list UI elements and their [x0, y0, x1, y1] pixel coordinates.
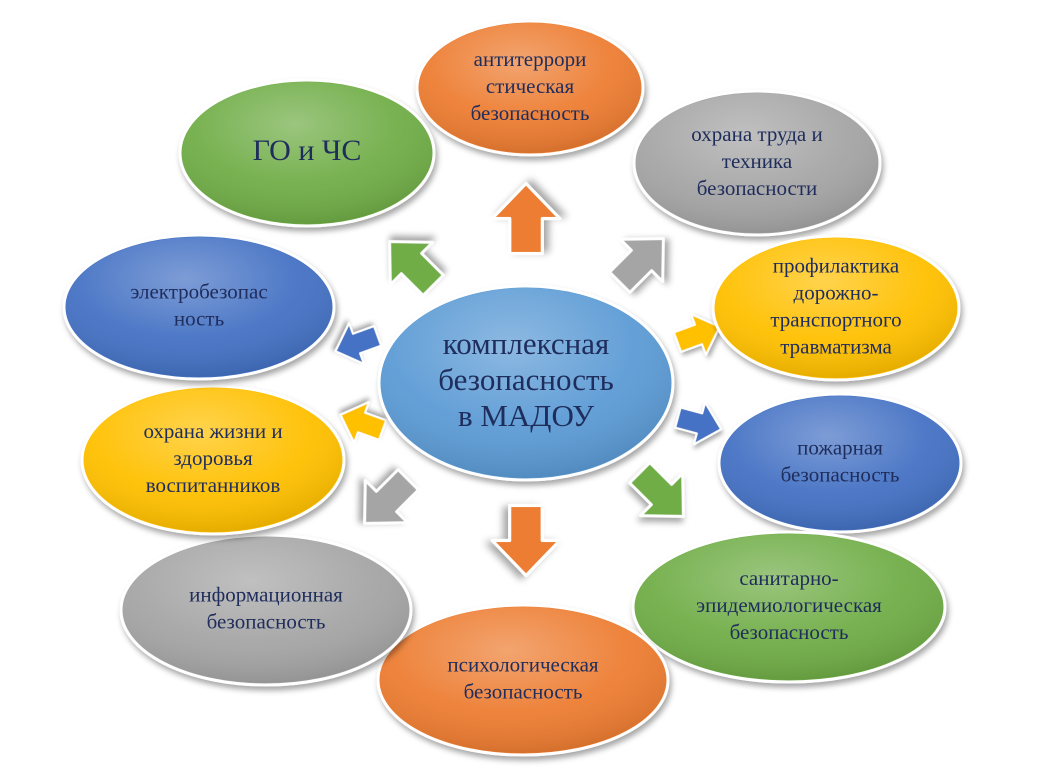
node-antiterror-label-line: безопасность — [471, 101, 590, 125]
node-life: охрана жизни и здоровья воспитанников — [80, 384, 346, 536]
arrow-traffic — [672, 313, 721, 356]
node-psych: психологическая безопасность — [376, 603, 670, 757]
node-life-label-line: здоровья — [173, 446, 253, 470]
node-life-highlight — [84, 388, 342, 532]
arrow-life — [339, 401, 388, 444]
arrow-sanitary — [628, 461, 685, 518]
arrow-fire — [674, 401, 723, 446]
node-go-label-line: ГО и ЧС — [253, 134, 362, 167]
node-info-label-line: информационная — [189, 582, 343, 606]
center-ellipse-label-line: комплексная — [443, 326, 610, 361]
node-go-highlight — [182, 82, 432, 224]
node-labor-label-line: техника — [722, 149, 793, 173]
node-labor-label-line: безопасности — [697, 176, 818, 200]
node-fire: пожарная безопасность — [717, 392, 963, 534]
nodes-layer: антитеррори стическая безопасность охрана т… — [62, 19, 963, 757]
node-electro-highlight — [66, 237, 332, 377]
node-labor-label-line: охрана труда и — [691, 122, 822, 146]
center-ellipse-highlight — [381, 288, 671, 478]
node-psych-label-line: психологическая — [447, 652, 598, 676]
node-sanitary-label-line: безопасность — [730, 620, 849, 644]
arrow-electro — [334, 322, 383, 365]
node-go: ГО и ЧС — [178, 78, 436, 228]
node-antiterror-label-line: антитеррори — [474, 47, 587, 71]
node-fire-label-line: безопасность — [781, 462, 900, 486]
node-sanitary-label-line: санитарно- — [739, 566, 838, 590]
node-sanitary: санитарно-эпидемиологическая безопасность — [631, 530, 947, 684]
node-traffic-label-line: дорожно- — [794, 280, 879, 304]
node-psych-highlight — [380, 607, 666, 753]
arrow-info — [363, 468, 420, 525]
node-antiterror-highlight — [419, 23, 641, 153]
node-electro-label-line: электробезопас — [130, 279, 267, 303]
node-life-label-line: воспитанников — [146, 473, 281, 497]
center-ellipse-label-line: в МАДОУ — [458, 398, 594, 433]
node-psych-label-line: безопасность — [464, 679, 583, 703]
arrow-antiterror — [490, 181, 562, 256]
arrow-go — [388, 240, 445, 297]
node-electro: электробезопас ность — [62, 233, 336, 381]
arrows-layer — [334, 181, 723, 578]
node-electro-label-line: ность — [174, 306, 224, 330]
node-life-label-line: охрана жизни и — [143, 419, 282, 443]
node-labor: охрана труда и техника безопасности — [632, 89, 882, 237]
node-info-label-line: безопасность — [207, 609, 326, 633]
node-fire-label-line: пожарная — [797, 435, 883, 459]
node-traffic-label-line: профилактика — [773, 253, 900, 277]
node-traffic-label-line: травматизма — [780, 334, 892, 358]
arrow-labor — [608, 237, 665, 294]
center-ellipse-label-line: безопасность — [438, 362, 613, 397]
node-info-highlight — [123, 537, 409, 683]
node-fire-highlight — [721, 396, 959, 530]
node-antiterror-label-line: стическая — [486, 74, 575, 98]
node-traffic-highlight — [715, 238, 957, 378]
node-sanitary-label-line: эпидемиологическая — [696, 593, 882, 617]
node-sanitary-highlight — [635, 534, 943, 680]
node-traffic: профилактика дорожно-транспортного травмат… — [711, 234, 961, 382]
node-info: информационная безопасность — [119, 533, 413, 687]
node-traffic-label-line: транспортного — [770, 307, 901, 331]
node-labor-highlight — [636, 93, 878, 233]
arrow-psych — [490, 503, 562, 578]
node-antiterror: антитеррори стическая безопасность — [415, 19, 645, 157]
